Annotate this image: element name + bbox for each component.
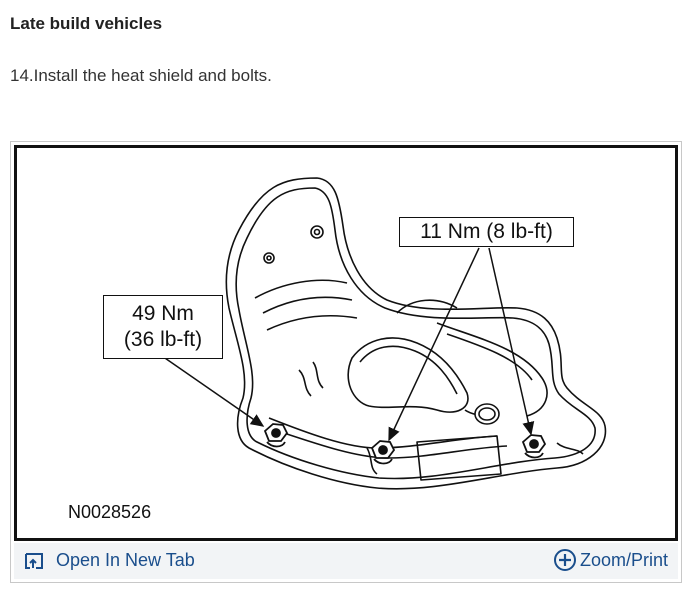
open-new-tab-icon [25, 552, 43, 569]
torque-callout-lower: 49 Nm (36 lb-ft) [103, 295, 223, 359]
bolt-middle [370, 440, 396, 465]
bolt-right [521, 434, 547, 459]
zoom-plus-icon [553, 549, 576, 571]
torque-callout-lower-line1: 49 Nm [132, 302, 194, 325]
torque-callout-lower-line2: (36 lb-ft) [123, 328, 203, 351]
zoom-print-label: Zoom/Print [579, 549, 668, 570]
heat-shield-drawing [161, 177, 607, 490]
open-new-tab-label: Open In New Tab [56, 550, 195, 570]
figure-id: N0028526 [68, 502, 152, 522]
figure-toolbar: Open In New Tab Zoom/Print [14, 543, 678, 579]
section-title: Late build vehicles [10, 14, 163, 33]
zoom-print-button[interactable]: Zoom/Print [553, 548, 668, 572]
figure-container: 11 Nm (8 lb-ft) 49 Nm (36 lb-ft) N002852… [10, 141, 682, 583]
torque-callout-upper: 11 Nm (8 lb-ft) [399, 217, 574, 247]
open-new-tab-button[interactable]: Open In New Tab [24, 550, 195, 571]
step-instruction: 14.Install the heat shield and bolts. [10, 66, 272, 85]
bolt-left [263, 423, 289, 448]
figure-illustration: 11 Nm (8 lb-ft) 49 Nm (36 lb-ft) N002852… [14, 145, 678, 541]
